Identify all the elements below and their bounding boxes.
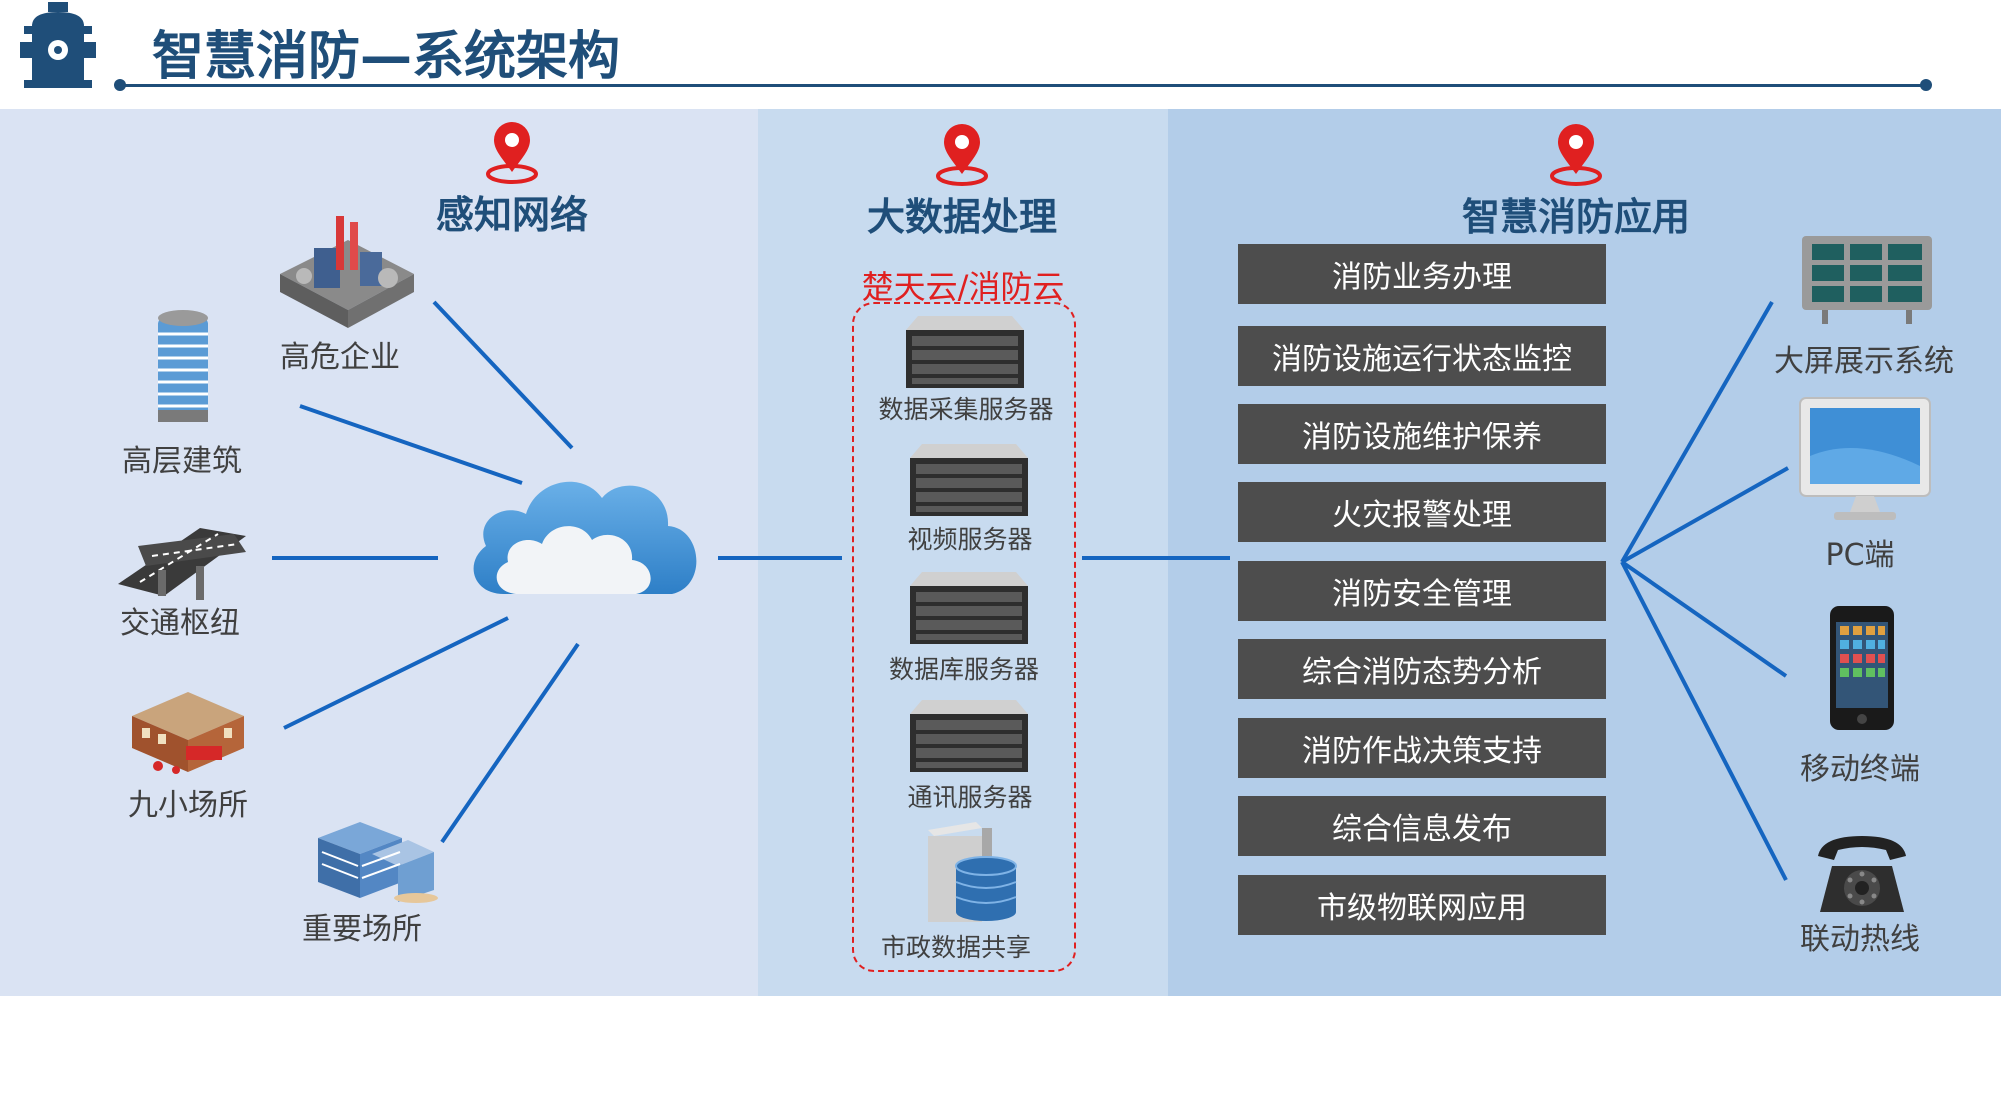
terminal-label-mobile: 移动终端 bbox=[1800, 752, 1920, 787]
location-pin-icon bbox=[1550, 124, 1602, 186]
app-button[interactable]: 综合消防态势分析 bbox=[1238, 639, 1606, 699]
site-label-transport-hub: 交通枢纽 bbox=[120, 606, 240, 641]
rack-server-icon bbox=[910, 572, 1028, 644]
location-pin-icon bbox=[936, 124, 988, 186]
server-label: 数据采集服务器 bbox=[878, 395, 1054, 424]
app-button[interactable]: 火灾报警处理 bbox=[1238, 482, 1606, 542]
site-label-small-venues: 九小场所 bbox=[128, 788, 248, 823]
factory-icon bbox=[280, 216, 414, 328]
app-button[interactable]: 综合信息发布 bbox=[1238, 796, 1606, 856]
highway-icon bbox=[118, 528, 246, 600]
rack-server-icon bbox=[910, 700, 1028, 772]
monitor-icon bbox=[1799, 397, 1931, 520]
terminal-label-video-wall: 大屏展示系统 bbox=[1774, 344, 1954, 379]
database-server-icon bbox=[928, 822, 1017, 922]
page-title: 智慧消防—系统架构 bbox=[152, 27, 621, 87]
heading-big-data: 大数据处理 bbox=[866, 195, 1058, 239]
rack-server-icon bbox=[910, 444, 1028, 516]
site-label-important-venues: 重要场所 bbox=[302, 912, 422, 947]
rack-server-icon bbox=[906, 316, 1024, 388]
heading-sensing-network: 感知网络 bbox=[435, 193, 589, 237]
server-label: 视频服务器 bbox=[907, 525, 1033, 554]
hydrant-logo-icon bbox=[20, 2, 96, 88]
office-buildings-icon bbox=[318, 822, 438, 903]
cloud-platform-title: 楚天云/消防云 bbox=[861, 268, 1065, 306]
app-button[interactable]: 消防设施运行状态监控 bbox=[1238, 326, 1606, 386]
app-button[interactable]: 消防作战决策支持 bbox=[1238, 718, 1606, 778]
app-button[interactable]: 消防设施维护保养 bbox=[1238, 404, 1606, 464]
cloud-icon bbox=[473, 481, 697, 594]
underline-dot-right bbox=[1920, 79, 1932, 91]
server-label: 通讯服务器 bbox=[907, 783, 1033, 812]
underline-dot-left bbox=[114, 79, 126, 91]
location-pin-icon bbox=[486, 122, 538, 184]
smartphone-icon bbox=[1830, 606, 1894, 730]
terminal-label-hotline: 联动热线 bbox=[1800, 922, 1920, 957]
cloud-platform-box bbox=[852, 302, 1076, 972]
site-label-high-rise: 高层建筑 bbox=[122, 444, 242, 479]
heading-applications: 智慧消防应用 bbox=[1461, 195, 1691, 239]
terminal-label-pc: PC端 bbox=[1825, 538, 1895, 573]
site-label-high-risk-enterprise: 高危企业 bbox=[280, 340, 400, 375]
video-wall-icon bbox=[1802, 236, 1932, 324]
title-underline bbox=[120, 84, 1926, 87]
skyscraper-icon bbox=[158, 310, 208, 422]
app-button[interactable]: 消防安全管理 bbox=[1238, 561, 1606, 621]
telephone-icon bbox=[1818, 836, 1906, 912]
server-label: 市政数据共享 bbox=[880, 933, 1032, 962]
cafe-building-icon bbox=[132, 692, 244, 774]
app-button[interactable]: 消防业务办理 bbox=[1238, 244, 1606, 304]
server-label: 数据库服务器 bbox=[888, 655, 1040, 684]
app-button[interactable]: 市级物联网应用 bbox=[1238, 875, 1606, 935]
